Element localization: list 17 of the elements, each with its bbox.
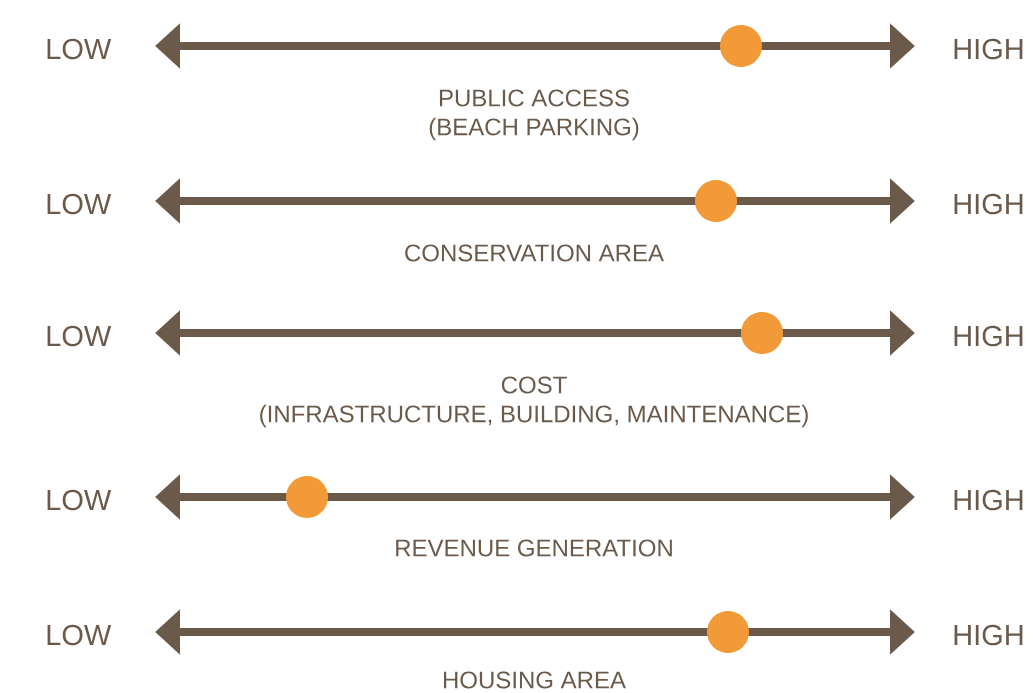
- scale-end-label: LOW: [47, 624, 112, 646]
- scale-end-label: HIGH: [954, 193, 1023, 215]
- scale-end-label: HIGH: [954, 325, 1023, 347]
- scale-end-label: HIGH: [954, 624, 1023, 646]
- category-label: HOUSING AREA: [443, 671, 626, 689]
- category-label: (BEACH PARKING): [429, 117, 639, 141]
- category-label: COST: [501, 376, 567, 394]
- scale-end-label: HIGH: [954, 489, 1023, 511]
- category-label: (INFRASTRUCTURE, BUILDING, MAINTENANCE): [260, 404, 808, 428]
- scale-end-label: LOW: [47, 38, 112, 60]
- scale-end-label: LOW: [47, 489, 112, 511]
- scale-end-label: LOW: [47, 325, 112, 347]
- scale-end-label: HIGH: [954, 38, 1023, 60]
- scale-end-label: LOW: [47, 193, 112, 215]
- category-label: PUBLIC ACCESS: [439, 89, 629, 107]
- category-label: CONSERVATION AREA: [405, 244, 664, 262]
- category-label: REVENUE GENERATION: [396, 539, 672, 557]
